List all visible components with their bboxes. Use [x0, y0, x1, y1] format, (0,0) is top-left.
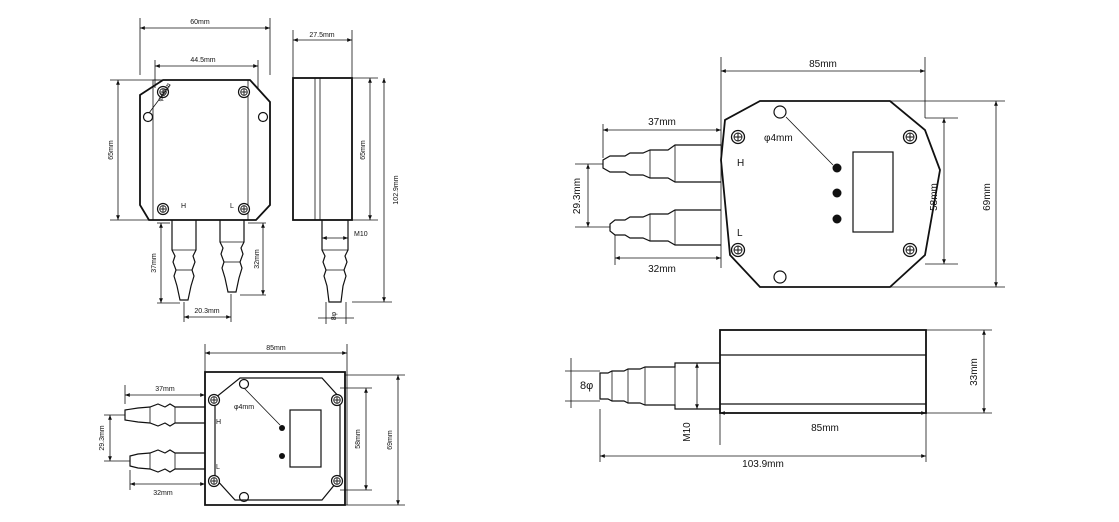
mounting-hole-icon [773, 105, 787, 119]
led-icon [279, 453, 285, 459]
dim-width: 60mm [190, 19, 210, 26]
screw-icon [330, 393, 344, 407]
display-window [852, 151, 894, 233]
dim-total-height: 69mm [387, 430, 394, 450]
dim-thickness: 33mm [969, 358, 980, 386]
mounting-hole-icon [142, 111, 154, 123]
dim-depth: 27.5mm [309, 32, 334, 39]
port-l-label: L [737, 228, 743, 239]
dim-h-length: 37mm [155, 386, 175, 393]
mounting-hole-icon [257, 111, 269, 123]
port-h-label: H [216, 419, 221, 426]
dim-hole-span: 44.5mm [190, 57, 215, 64]
mounting-hole-icon [238, 378, 250, 390]
side-view-large: 8φ M10 85mm 103.9mm 33mm [565, 329, 992, 470]
dim-side-height: 65mm [360, 140, 367, 160]
led-icon [832, 163, 842, 173]
side-view-small: 27.5mm 65mm 102.9mm M10 8φ [292, 30, 400, 324]
dim-spacing: 29.3mm [572, 178, 583, 214]
screw-icon [207, 393, 221, 407]
mounting-hole-icon [238, 491, 250, 503]
screw-icon [207, 474, 221, 488]
dim-body-length: 85mm [811, 423, 839, 434]
screw-icon [237, 85, 251, 99]
screw-icon [902, 242, 918, 258]
dim-l-length: 32mm [254, 249, 261, 269]
screw-icon [902, 129, 918, 145]
screw-icon [730, 129, 746, 145]
dim-total-length: 103.9mm [742, 459, 784, 470]
screw-icon [730, 242, 746, 258]
dim-width: 85mm [266, 345, 286, 352]
nozzle-label: 8φ [331, 311, 338, 320]
dim-h-length: 37mm [151, 253, 158, 273]
dim-inner-height: 58mm [929, 183, 940, 211]
dim-spacing: 29.3mm [99, 425, 106, 450]
screw-icon [156, 202, 170, 216]
dim-inner-height: 58mm [355, 429, 362, 449]
dim-width: 85mm [809, 59, 837, 70]
led-icon [832, 214, 842, 224]
hole-label: φ4mm [234, 404, 254, 411]
port-h-label: H [737, 158, 744, 169]
port-l-label: L [230, 203, 234, 210]
dim-height: 65mm [108, 140, 115, 160]
display-window [289, 409, 322, 468]
thread-label: M10 [354, 231, 368, 238]
thread-label: M10 [682, 422, 693, 442]
dim-l-length: 32mm [648, 264, 676, 275]
screw-icon [330, 474, 344, 488]
led-icon [832, 188, 842, 198]
port-h-label: H [181, 203, 186, 210]
led-icon [279, 425, 285, 431]
mounting-hole-icon [773, 270, 787, 284]
dim-spacing: 20.3mm [194, 308, 219, 315]
dim-total-height: 69mm [982, 183, 993, 211]
front-view-small: 60mm 44.5mm 65mm φ4mm H L 37mm 32mm [108, 18, 271, 322]
dim-total-height: 102.9mm [393, 175, 400, 204]
port-l-label: L [216, 464, 220, 471]
front-view-large: 85mm φ4mm H L 37mm 29.3mm 32mm [572, 57, 1005, 288]
nozzle-label: 8φ [580, 380, 593, 392]
screw-icon [237, 202, 251, 216]
dim-l-length: 32mm [153, 490, 173, 497]
dim-h-length: 37mm [648, 117, 676, 128]
hole-label: φ4mm [764, 133, 793, 144]
front-view-medium: 85mm φ4mm H L 37mm 29.3mm 32mm [99, 344, 405, 506]
